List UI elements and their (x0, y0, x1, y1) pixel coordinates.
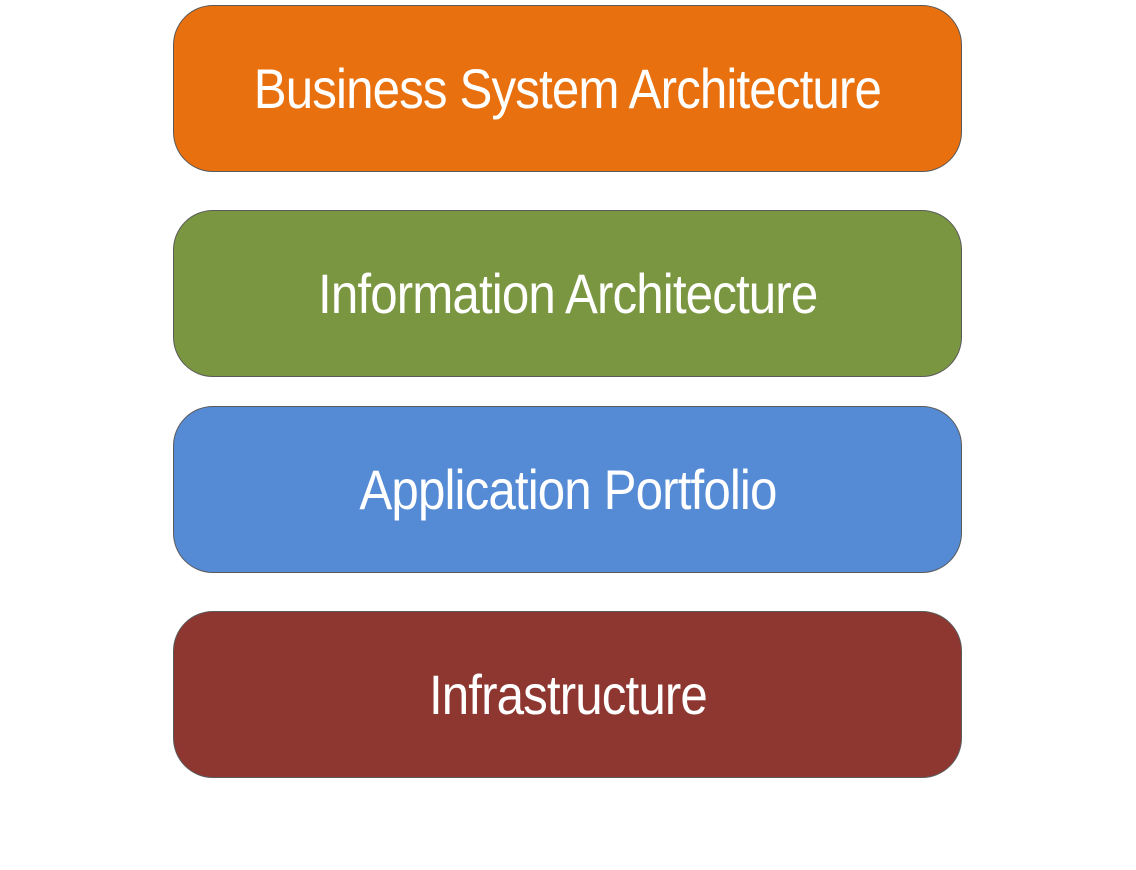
layer-label: Infrastructure (428, 662, 708, 726)
layer-application-portfolio: Application Portfolio (173, 406, 962, 573)
layer-information-architecture: Information Architecture (173, 210, 962, 377)
layer-infrastructure: Infrastructure (173, 611, 962, 778)
layer-business-system-architecture: Business System Architecture (173, 5, 962, 172)
layer-label: Information Architecture (317, 261, 818, 325)
layer-label: Application Portfolio (358, 457, 777, 521)
layer-label: Business System Architecture (253, 56, 882, 120)
